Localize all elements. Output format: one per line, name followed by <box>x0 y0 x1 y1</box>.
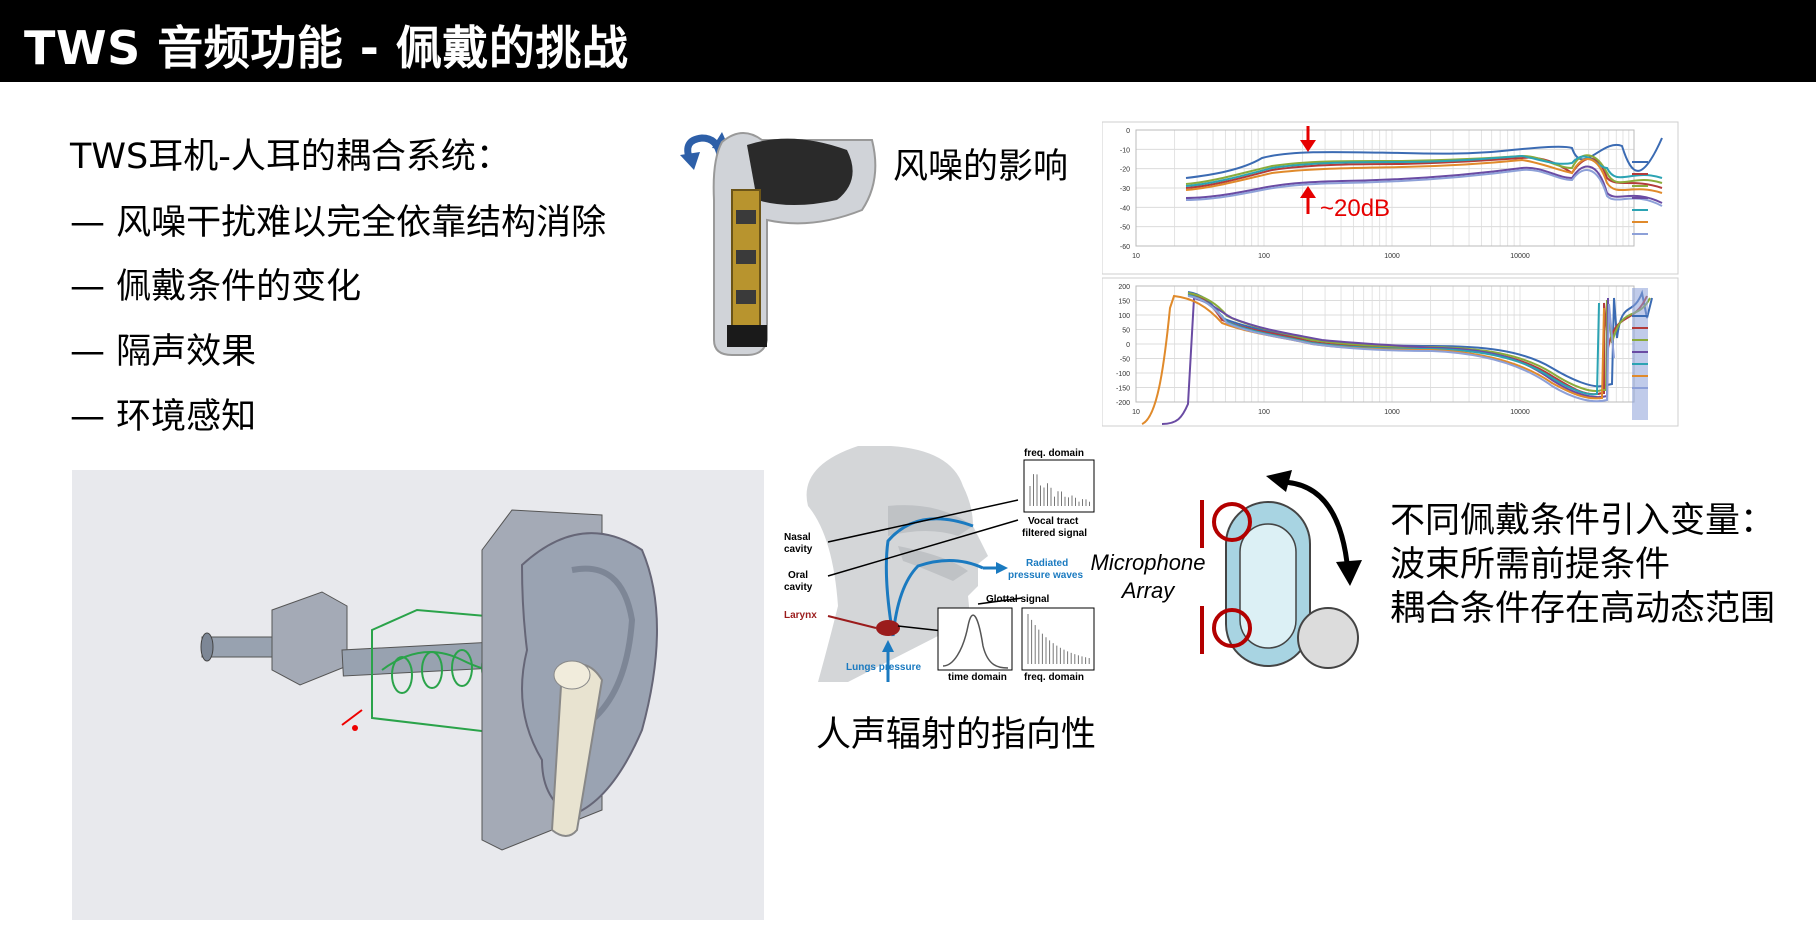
right-text-line: 耦合条件存在高动态范围 <box>1390 589 1776 629</box>
ear-tip <box>1297 607 1359 669</box>
y-tick-label: 100 <box>1118 313 1130 320</box>
vocal-tract-label: Vocal tract <box>1028 516 1079 527</box>
x-tick-label: 10 <box>1132 409 1140 416</box>
y-tick-label: -30 <box>1120 186 1130 193</box>
y-tick-label: -20 <box>1120 167 1130 174</box>
y-tick-label: -10 <box>1120 147 1130 154</box>
ear-simulator-cad-image <box>72 470 764 920</box>
series-line <box>1185 168 1663 207</box>
mount-block <box>271 591 348 686</box>
x-tick-label: 1000 <box>1384 253 1400 260</box>
earbud-cutaway-image <box>680 132 877 356</box>
series-line <box>1185 156 1663 189</box>
microphone-array-diagram: Microphone Array <box>1091 470 1362 669</box>
y-tick-label: 0 <box>1126 128 1130 135</box>
y-tick-label: -50 <box>1120 357 1130 364</box>
y-tick-label: -150 <box>1116 386 1130 393</box>
oral-cavity-label: Oral <box>788 570 808 581</box>
bullet-item: — 环境感知 <box>70 397 257 437</box>
y-tick-label: 50 <box>1122 328 1130 335</box>
x-tick-label: 10000 <box>1510 253 1530 260</box>
y-tick-label: -100 <box>1116 371 1130 378</box>
microphone-icon <box>1212 502 1252 542</box>
series-line <box>1185 154 1663 187</box>
y-tick-label: -200 <box>1116 400 1130 407</box>
series-line <box>1187 295 1615 403</box>
wind-noise-caption: 风噪的影响 <box>893 147 1069 187</box>
x-tick-label: 1000 <box>1384 409 1400 416</box>
x-tick-label: 100 <box>1258 409 1270 416</box>
larynx-label: Larynx <box>784 610 817 621</box>
nasal-cavity-label: Nasal <box>784 532 811 543</box>
slide-title: TWS 音频功能 - 佩戴的挑战 <box>24 21 629 75</box>
larynx-marker <box>876 620 900 636</box>
y-tick-label: -60 <box>1120 244 1130 251</box>
vocal-tract-label-2: filtered signal <box>1022 528 1087 539</box>
x-tick-label: 10 <box>1132 253 1140 260</box>
delta-annotation: ~20dB <box>1320 195 1390 222</box>
time-domain-label: time domain <box>948 672 1007 682</box>
shaft <box>201 636 283 658</box>
mic-label: Microphone <box>1091 550 1206 575</box>
freq-domain-label: freq. domain <box>1024 448 1084 459</box>
y-tick-label: 200 <box>1118 284 1130 291</box>
y-tick-label: -40 <box>1120 205 1130 212</box>
mic-label-2: Array <box>1120 578 1177 603</box>
x-tick-label: 100 <box>1258 253 1270 260</box>
bullet-item: — 佩戴条件的变化 <box>70 267 362 307</box>
time-domain-box <box>937 607 1013 671</box>
radiated-label: Radiated <box>1026 558 1068 569</box>
bullet-item: — 风噪干扰难以完全依靠结构消除 <box>70 203 607 243</box>
y-tick-label: -50 <box>1120 225 1130 232</box>
series-line <box>1185 158 1663 194</box>
x-tick-label: 10000 <box>1510 409 1530 416</box>
nasal-cavity-label-2: cavity <box>784 544 813 555</box>
voice-production-diagram: freq. domain Vocal tract filtered signal… <box>784 446 1095 682</box>
right-text-line: 不同佩戴条件引入变量： <box>1390 501 1776 541</box>
bullet-heading: TWS耳机-人耳的耦合系统： <box>70 137 511 177</box>
radiated-label-2: pressure waves <box>1008 570 1083 581</box>
microphone-icon <box>1212 608 1252 648</box>
rotation-arrow-icon <box>1279 479 1351 573</box>
freq-domain-label-2: freq. domain <box>1024 672 1084 682</box>
series-line <box>1185 137 1663 179</box>
bullet-item: — 隔声效果 <box>70 332 257 372</box>
dense-data-band <box>1632 288 1648 420</box>
y-tick-label: 150 <box>1118 299 1130 306</box>
y-tick-label: 0 <box>1126 342 1130 349</box>
series-line <box>1187 289 1653 388</box>
glottal-label: Glottal signal <box>986 594 1050 605</box>
oral-cavity-label-2: cavity <box>784 582 813 593</box>
title-bar: TWS 音频功能 - 佩戴的挑战 <box>0 0 1816 82</box>
voice-directivity-caption: 人声辐射的指向性 <box>816 715 1097 755</box>
right-text-line: 波束所需前提条件 <box>1390 545 1671 585</box>
earbud-inner <box>1239 523 1297 649</box>
lungs-label: Lungs pressure <box>846 662 921 673</box>
